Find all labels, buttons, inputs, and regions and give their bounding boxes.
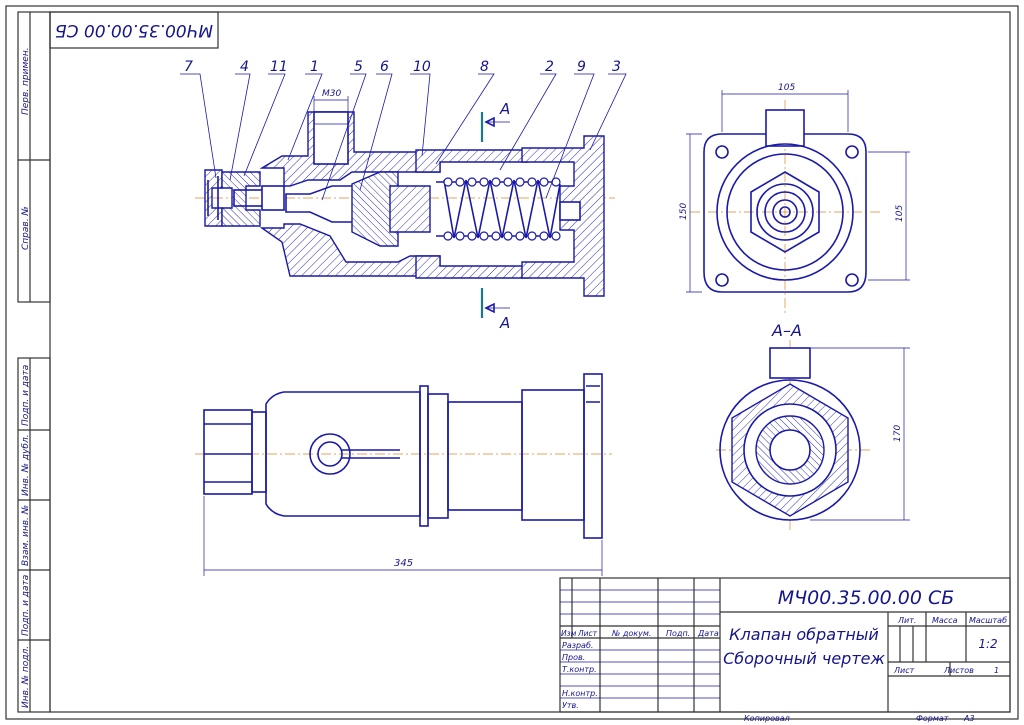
tb-mass: Масса: [932, 616, 958, 625]
tb-col-sign: Подп.: [666, 629, 690, 638]
tb-row-tkontr: Т.контр.: [562, 665, 597, 674]
dim-left-height: 150: [679, 203, 689, 220]
tb-col-izm: Изм: [561, 629, 577, 638]
callout-2: 2: [545, 59, 554, 75]
drawing-code-top: МЧ00.35.00.00 СБ: [55, 20, 213, 40]
tb-scale-label: Масштаб: [969, 616, 1007, 625]
section-aa-title: А–А: [771, 321, 802, 340]
spring-coil: [491, 231, 501, 241]
dim-top-width: 105: [778, 83, 795, 93]
callout-6: 6: [380, 59, 389, 75]
callout-4: 4: [240, 59, 249, 75]
dim-thread: М30: [322, 89, 341, 99]
spring: [436, 177, 561, 241]
section-aa: А–А 170: [716, 321, 910, 530]
tb-sheets-label: Листов: [943, 666, 974, 675]
spring-coil: [479, 231, 489, 241]
spring-coil: [491, 177, 501, 187]
callouts: 7 4 11 1 5 6 10 8 2 9 3: [180, 59, 627, 201]
callout-7: 7: [184, 59, 193, 75]
callout-10: 10: [413, 59, 431, 75]
title-name-2: Сборочный чертеж: [723, 649, 885, 668]
tb-col-list: Лист: [577, 629, 598, 638]
tb-scale: 1:2: [978, 637, 997, 651]
title-code: МЧ00.35.00.00 СБ: [778, 587, 955, 609]
spring-coil: [551, 231, 561, 241]
exterior-view: 345: [195, 373, 612, 576]
spring-coil: [455, 177, 465, 187]
tb-row-utv: Утв.: [562, 701, 579, 710]
spring-coil: [443, 177, 453, 187]
spring-coil: [503, 231, 513, 241]
tb-col-date: Дата: [697, 629, 719, 638]
spring-coil: [479, 177, 489, 187]
spring-coil: [539, 231, 549, 241]
dim-aa-height: 170: [893, 425, 903, 442]
callout-1: 1: [310, 59, 319, 75]
dim-right-height: 105: [895, 205, 905, 222]
side-label-inv-dubl: Инв. № дубл.: [21, 434, 31, 496]
tb-lit: Лит.: [897, 616, 916, 625]
spring-coil: [515, 231, 525, 241]
tb-col-doc: № докум.: [611, 629, 651, 638]
tb-sheet-label: Лист: [893, 666, 915, 675]
callout-5: 5: [354, 59, 363, 75]
end-view-top: 105 150 105: [679, 83, 910, 315]
side-label-inv-podl: Инв. № подл.: [21, 646, 31, 708]
callout-3: 3: [612, 59, 621, 75]
top-code-box: МЧ00.35.00.00 СБ: [49, 11, 219, 49]
tb-copied: Копировал: [744, 714, 790, 723]
outer-frame: [5, 5, 1019, 720]
spring-coil: [443, 231, 453, 241]
tb-format: А3: [963, 714, 975, 723]
side-label-podp1: Подп. и дата: [21, 365, 31, 426]
tb-sheets: 1: [994, 666, 999, 675]
side-label-sprav: Справ. №: [21, 206, 31, 250]
side-stamp: Перв. примен. Справ. № Подп. и дата Инв.…: [17, 11, 51, 713]
tb-row-razrab: Разраб.: [562, 641, 593, 650]
side-label-perv: Перв. примен.: [21, 47, 31, 115]
spring-coil: [455, 231, 465, 241]
spring-coil: [467, 177, 477, 187]
dim-length: 345: [394, 558, 413, 569]
spring-coil: [503, 177, 513, 187]
section-mark-top: A: [499, 100, 510, 118]
spring-coil: [515, 177, 525, 187]
title-block: МЧ00.35.00.00 СБ Клапан обратный Сборочн…: [559, 577, 1011, 723]
spring-coil: [539, 177, 549, 187]
tb-row-nkontr: Н.контр.: [562, 689, 598, 698]
sectional-view: A A М30: [195, 89, 615, 332]
tb-format-label: Формат: [916, 714, 949, 723]
spring-coil: [527, 231, 537, 241]
spring-coil: [467, 231, 477, 241]
tb-row-prov: Пров.: [562, 653, 585, 662]
spring-coil: [527, 177, 537, 187]
section-mark-bottom: A: [499, 314, 510, 332]
callout-8: 8: [480, 59, 489, 75]
callout-11: 11: [270, 59, 288, 75]
callout-9: 9: [577, 59, 586, 75]
title-name-1: Клапан обратный: [729, 625, 879, 644]
side-label-vzam: Взам. инв. №: [21, 505, 31, 566]
side-label-podp2: Подп. и дата: [21, 575, 31, 636]
